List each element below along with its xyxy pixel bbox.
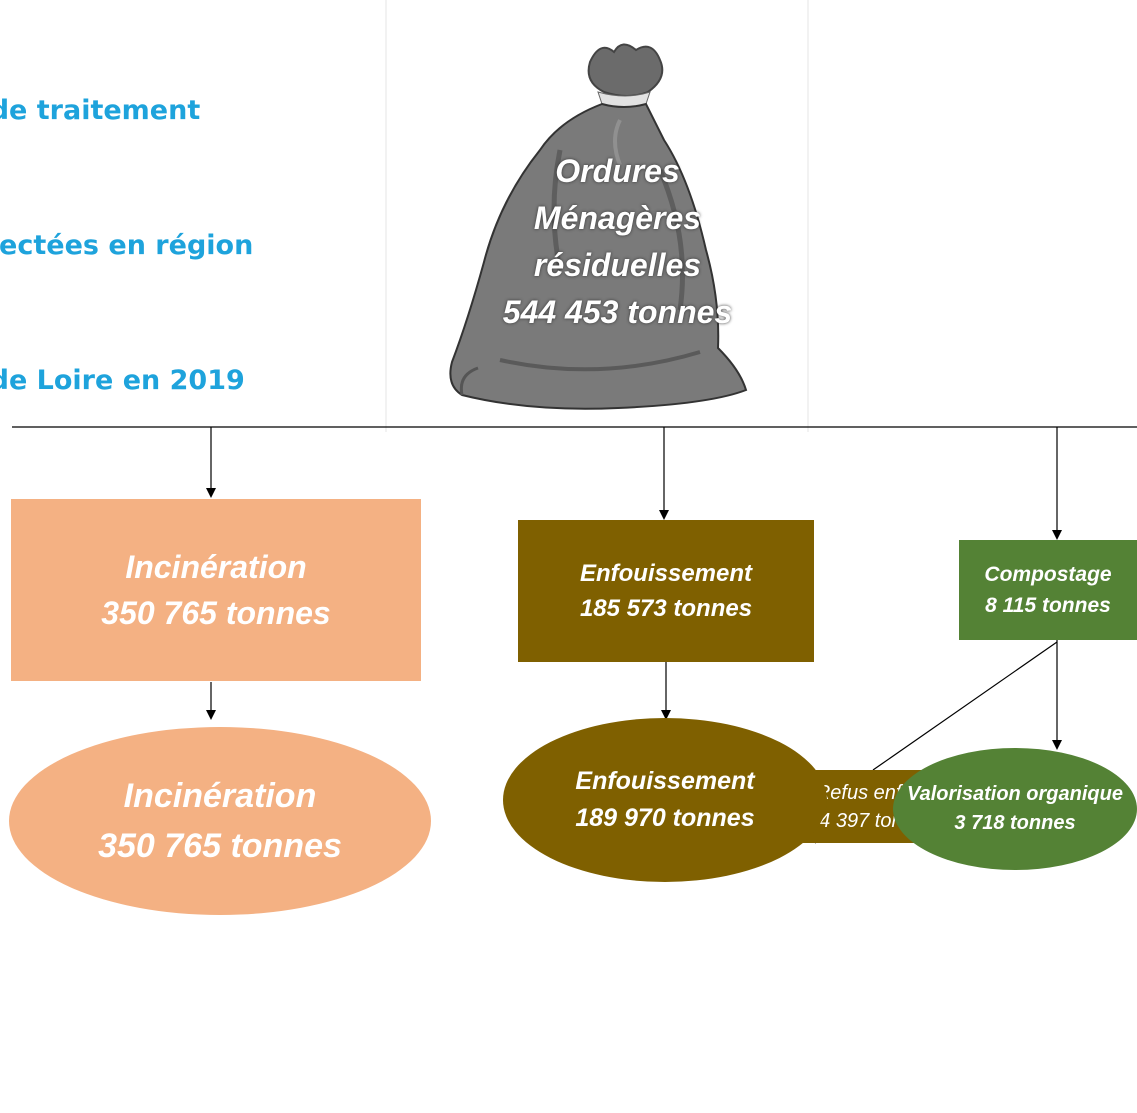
treatment-compostage-box: Compostage 8 115 tonnes [959, 540, 1137, 640]
treatment-incineration-box: Incinération 350 765 tonnes [11, 499, 421, 681]
outcome-enfouissement-name: Enfouissement [575, 767, 755, 795]
treatment-incineration-name: Incinération [125, 549, 307, 585]
treatment-enfouissement-tonnage: 185 573 tonnes [579, 595, 753, 622]
outcome-incineration-oval: Incinération 350 765 tonnes [9, 727, 431, 915]
outcome-valorisation-oval: Valorisation organique 3 718 tonnes [893, 748, 1137, 870]
source-label-line-1: Ordures [555, 153, 680, 189]
treatment-enfouissement-name: Enfouissement [579, 560, 753, 587]
line-compostage-refus [872, 641, 1058, 771]
outcome-valorisation-tonnage: 3 718 tonnes [954, 812, 1076, 834]
outcome-incineration-tonnage: 350 765 tonnes [98, 827, 342, 865]
garbage-bag-icon [449, 43, 748, 410]
treatment-compostage-tonnage: 8 115 tonnes [985, 594, 1111, 617]
outcome-incineration-name: Incinération [123, 777, 317, 815]
title-line-3: a de Loire en 2019 [0, 365, 245, 396]
outcome-valorisation-name: Valorisation organique [907, 783, 1123, 805]
source-label-line-2: Ménagères [533, 200, 702, 236]
outcome-enfouissement-tonnage: 189 970 tonnes [575, 804, 755, 832]
source-label: Ordures Ménagères résiduelles 544 453 to… [445, 148, 790, 336]
title-line-2: ollectées en région [0, 230, 254, 261]
title-line-1: e de traitement [0, 95, 201, 126]
source-label-line-3: résiduelles [533, 247, 702, 283]
treatment-incineration-tonnage: 350 765 tonnes [101, 595, 331, 631]
treatment-compostage-name: Compostage [984, 563, 1112, 586]
diagram-title: e de traitement ollectées en région a de… [0, 0, 253, 448]
outcome-enfouissement-oval: Enfouissement 189 970 tonnes [503, 718, 827, 882]
treatment-enfouissement-box: Enfouissement 185 573 tonnes [518, 520, 814, 662]
source-label-line-4: 544 453 tonnes [502, 294, 733, 330]
